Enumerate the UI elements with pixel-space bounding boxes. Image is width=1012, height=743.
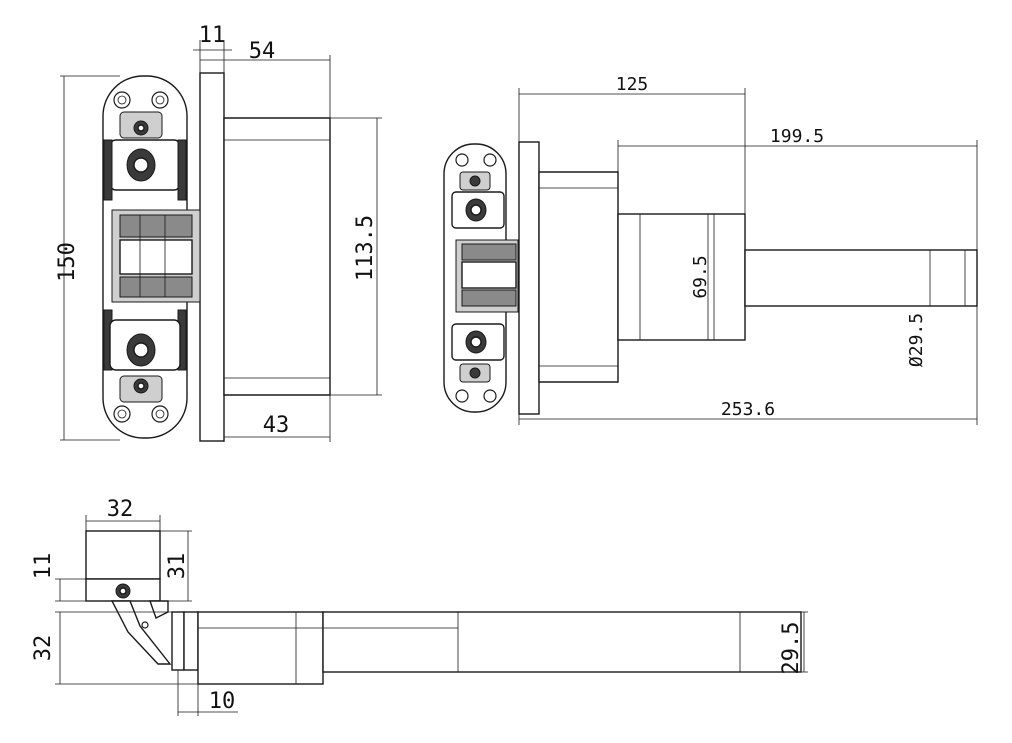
dim-side-overall-length-mid: 199.5 <box>770 126 824 147</box>
dim-top-head-thickness: 11 <box>31 553 56 580</box>
side-flange-plate <box>518 141 540 415</box>
top-cylinder <box>197 611 324 685</box>
top-rod <box>322 611 802 673</box>
side-view: 125 199.5 69.5 Ø29.5 253.6 <box>443 74 978 425</box>
dim-top-head-width: 32 <box>107 497 134 522</box>
top-view: 32 11 31 32 10 29.5 <box>31 497 808 716</box>
side-rod <box>744 249 978 307</box>
dim-front-flange-thickness: 11 <box>199 23 226 48</box>
front-body-block <box>223 117 331 396</box>
dim-side-overall-length: 253.6 <box>721 399 775 420</box>
dim-front-body-depth: 54 <box>249 39 276 64</box>
dim-side-overall-length-upper: 125 <box>616 74 649 95</box>
side-cylinder <box>617 213 746 341</box>
dim-top-head-depth: 31 <box>165 553 190 580</box>
dim-front-height-total: 150 <box>55 242 80 282</box>
dim-front-body-height: 113.5 <box>353 215 378 281</box>
top-arm <box>110 600 172 665</box>
dim-side-cylinder-height: 69.5 <box>690 255 711 298</box>
dim-top-rod-height: 29.5 <box>779 622 804 675</box>
top-head <box>85 530 161 580</box>
dim-top-flange-offset: 10 <box>209 689 236 714</box>
dim-top-arm-height: 32 <box>31 635 56 662</box>
front-view: 150 11 54 113.5 43 <box>55 23 382 442</box>
dim-front-body-width-lower: 43 <box>263 413 290 438</box>
front-flange-plate <box>199 72 225 442</box>
dim-side-rod-diameter: Ø29.5 <box>906 313 927 367</box>
